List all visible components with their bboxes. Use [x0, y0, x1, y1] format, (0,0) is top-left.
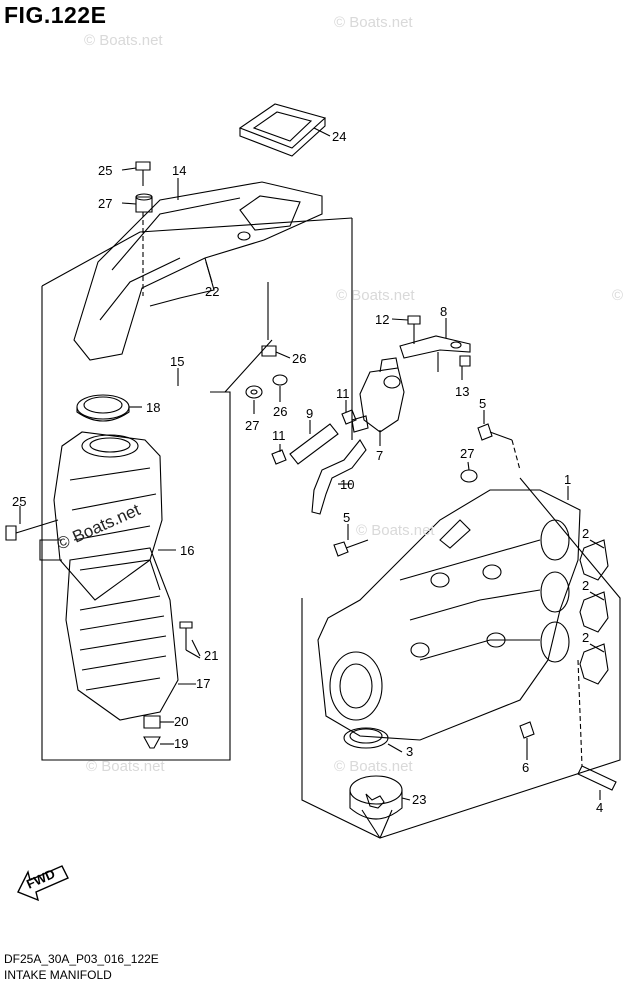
callout-9: 9: [306, 406, 313, 421]
callout-19: 19: [174, 736, 188, 751]
small-parts-3-4-6-23-drawing: [343, 659, 617, 839]
group-outline-intake-silencer-inner: [41, 217, 353, 287]
intake-manifold-1-drawing: [317, 489, 581, 741]
callout-22: 22: [205, 284, 219, 299]
callout-13: 13: [455, 384, 469, 399]
watermark: © Boats.net: [54, 500, 143, 554]
callout-27: 27: [245, 418, 259, 433]
watermark: © Boats.net: [84, 32, 163, 49]
callout-24: 24: [332, 129, 346, 144]
callout-4: 4: [596, 800, 603, 815]
callout-18: 18: [146, 400, 160, 415]
callout-20: 20: [174, 714, 188, 729]
callout-5: 5: [343, 510, 350, 525]
bolts-5-drawing: [333, 423, 521, 557]
callout-16: 16: [180, 543, 194, 558]
callout-2: 2: [582, 526, 589, 541]
valve-7-drawing: [351, 357, 405, 433]
callout-25: 25: [98, 163, 112, 178]
gaskets-2-drawing: [579, 539, 609, 685]
silencer-case-17-drawing: [65, 547, 179, 721]
hoses-9-10-drawing: [271, 409, 367, 515]
watermark: © Boats.net: [334, 758, 413, 775]
watermark: © Boats.net: [336, 287, 415, 304]
figure-name: INTAKE MANIFOLD: [4, 968, 112, 982]
drawing-code: DF25A_30A_P03_016_122E: [4, 952, 159, 966]
callout-27: 27: [460, 446, 474, 461]
watermark: © Boats.net: [356, 522, 435, 539]
grommets-26-27-drawing: [245, 345, 478, 483]
fwd-arrow-icon: [17, 865, 69, 902]
bolt-25-left-drawing: [5, 519, 59, 541]
callout-labels: 24 25 14 27 22 12 8 26 13 15 11 18 26 5 …: [12, 129, 603, 815]
callout-12: 12: [375, 312, 389, 327]
bolt-grommet-top-drawing: [135, 161, 153, 296]
callout-26: 26: [292, 351, 306, 366]
callout-11: 11: [336, 386, 350, 401]
callout-1: 1: [564, 472, 571, 487]
silencer-case-16-drawing: [39, 431, 163, 601]
callout-25: 25: [12, 494, 26, 509]
callout-3: 3: [406, 744, 413, 759]
callout-26: 26: [273, 404, 287, 419]
small-parts-19-21-drawing: [143, 621, 201, 749]
callout-23: 23: [412, 792, 426, 807]
watermark: © Boats.net: [86, 758, 165, 775]
watermark: © Boats.net: [612, 287, 624, 304]
callout-8: 8: [440, 304, 447, 319]
bracket-8-drawing: [399, 315, 471, 372]
group-outline-manifold: [301, 477, 621, 839]
figure-title: FIG.122E: [4, 2, 107, 28]
seal-ring-18-drawing: [76, 394, 130, 422]
callout-27: 27: [98, 196, 112, 211]
gasket-24-drawing: [238, 103, 327, 157]
callout-2: 2: [582, 630, 589, 645]
watermark: © Boats.net: [334, 14, 413, 31]
callout-7: 7: [376, 448, 383, 463]
fwd-label: FWD: [24, 866, 57, 892]
callout-5: 5: [479, 396, 486, 411]
callout-14: 14: [172, 163, 186, 178]
group-outline-intake-silencer: [41, 286, 231, 761]
callout-6: 6: [522, 760, 529, 775]
callout-10: 10: [340, 477, 354, 492]
callout-17: 17: [196, 676, 210, 691]
leader-lines: [19, 127, 605, 801]
callout-11: 11: [272, 428, 286, 443]
callout-2: 2: [582, 578, 589, 593]
callout-21: 21: [204, 648, 218, 663]
callout-15: 15: [170, 354, 184, 369]
